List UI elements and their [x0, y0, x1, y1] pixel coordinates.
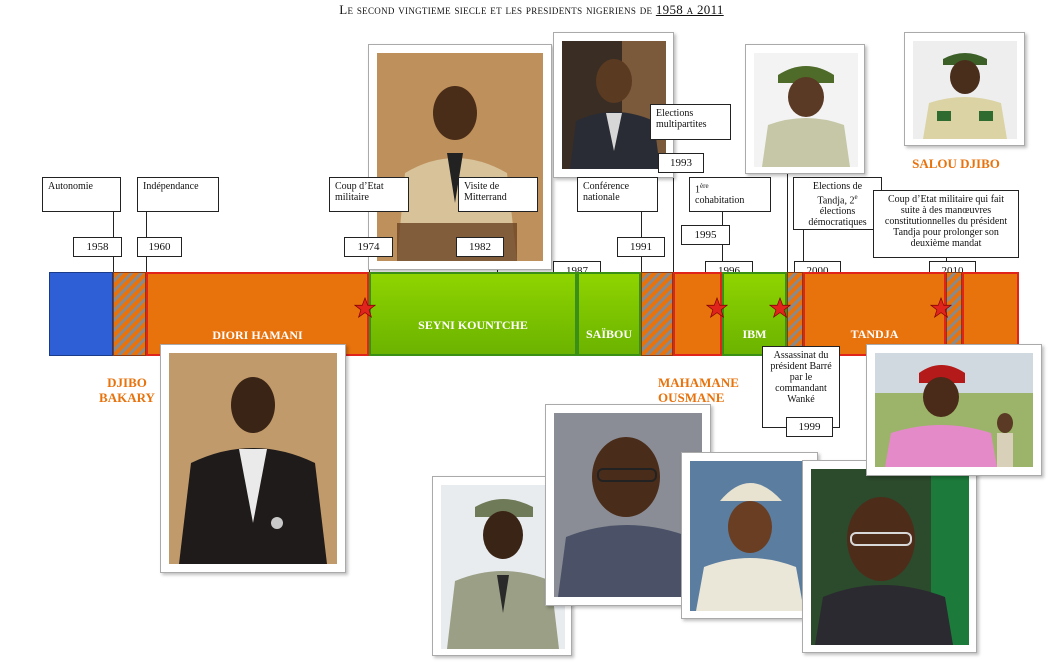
label-salou-djibo: SALOU DJIBO	[912, 156, 1000, 171]
label-ibm: IBM	[742, 327, 767, 341]
year-1974: 1974	[344, 237, 393, 257]
tick-2000	[803, 230, 804, 272]
portrait-issoufou-icon	[875, 353, 1033, 467]
year-1991: 1991	[617, 237, 665, 257]
star-icon	[769, 297, 791, 318]
label-tandja: TANDJA	[850, 327, 899, 341]
segment-transition-hatch	[641, 272, 673, 356]
label-mahamane-ousmane: MAHAMANE OUSMANE	[658, 375, 739, 405]
portrait-kountche-icon	[377, 53, 543, 261]
page-title: Le second vingtieme siecle et les presid…	[0, 2, 1063, 18]
title-years: 1958 a 2011	[655, 2, 724, 17]
event-assassinat: Assassinat du président Barré par le com…	[762, 346, 840, 428]
year-1993: 1993	[658, 153, 704, 173]
photo-ibm-portrait	[681, 452, 818, 619]
photo-tandja	[802, 460, 977, 653]
photo-seyni-kountche	[368, 44, 552, 270]
event-autonomie: Autonomie	[42, 177, 121, 212]
portrait-tandja-icon	[811, 469, 969, 645]
year-1995: 1995	[681, 225, 730, 245]
year-1982: 1982	[456, 237, 504, 257]
photo-ibm	[745, 44, 865, 174]
segment-saibou: SAÏBOU	[577, 272, 641, 356]
portrait-ibm2-icon	[690, 461, 810, 611]
star-icon	[930, 297, 952, 318]
event-conference: Conférence nationale	[577, 177, 658, 212]
portrait-diori-icon	[169, 353, 337, 564]
label-seyni-kountche: SEYNI KOUNTCHE	[418, 318, 528, 332]
tick-1993	[673, 140, 674, 272]
event-coup-2010: Coup d’Etat militaire qui fait suite à d…	[873, 190, 1019, 258]
portrait-salou-icon	[913, 41, 1017, 139]
segment-tandja: TANDJA	[803, 272, 946, 356]
label-saibou: SAÏBOU	[585, 327, 632, 341]
star-icon	[706, 297, 728, 318]
tick-1999	[787, 170, 788, 272]
event-coup-1974: Coup d’Etat militaire	[329, 177, 409, 212]
year-1960: 1960	[137, 237, 182, 257]
star-icon	[354, 297, 376, 318]
segment-djibo-hatch	[113, 272, 146, 356]
label-diori-hamani: DIORI HAMANI	[212, 328, 303, 342]
portrait-ibm-icon	[754, 53, 858, 167]
label-djibo-bakary: DJIBO BAKARY	[99, 375, 155, 405]
event-independance: Indépendance	[137, 177, 219, 212]
event-elections-multipartites: Elections multipartites	[650, 104, 731, 140]
portrait-kountche2-icon	[441, 485, 565, 649]
event-elections-tandja: Elections de Tandja, 2e élections démocr…	[793, 177, 882, 230]
title-text: Le second vingtieme siecle et les presid…	[339, 2, 653, 17]
photo-diori-hamani	[160, 344, 346, 573]
portrait-mahamane-icon	[554, 413, 702, 597]
segment-autonomie	[49, 272, 113, 356]
photo-salou-djibo	[904, 32, 1025, 146]
year-1999: 1999	[786, 417, 833, 437]
segment-kountche: SEYNI KOUNTCHE	[369, 272, 577, 356]
photo-mahamadou-issoufou	[866, 344, 1042, 476]
year-1958: 1958	[73, 237, 122, 257]
event-visite-mitterrand: Visite de Mitterrand	[458, 177, 538, 212]
